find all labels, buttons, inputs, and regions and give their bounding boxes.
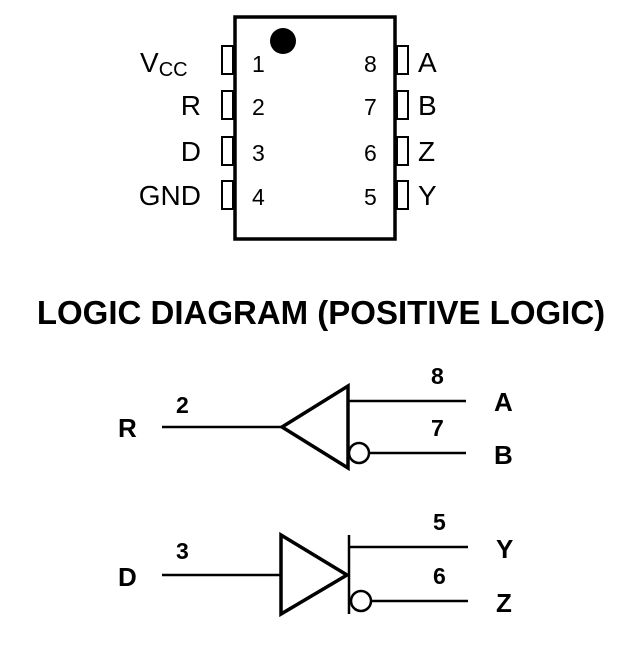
pin-stub-4 (221, 180, 234, 210)
signal-y-label: Y (496, 534, 513, 564)
receiver-pin-7: 7 (431, 415, 444, 441)
pin-stub-6 (396, 136, 409, 166)
pin-number-7: 7 (364, 94, 377, 120)
receiver-labels: R 2 8 A 7 B (118, 363, 513, 470)
pin-number-6: 6 (364, 140, 377, 166)
receiver-inversion-bubble (347, 441, 371, 465)
pin1-indicator-dot (270, 28, 296, 54)
driver-triangle (279, 531, 351, 618)
signal-b-label: B (494, 440, 513, 470)
signal-r-label: R (118, 413, 137, 443)
pin-name-vcc: VCC (140, 47, 188, 81)
pin-number-8: 8 (364, 51, 377, 77)
signal-d-label: D (118, 562, 137, 592)
signal-z-label: Z (496, 588, 512, 618)
pin-number-3: 3 (252, 140, 265, 166)
pin-name-d: D (181, 136, 201, 167)
pin-name-a: A (418, 47, 437, 78)
driver-labels: D 3 5 Y 6 Z (118, 509, 513, 618)
pin-name-gnd: GND (139, 180, 201, 211)
driver-pin-6: 6 (433, 563, 446, 589)
pin-number-2: 2 (252, 94, 265, 120)
pin-stub-2 (221, 90, 234, 120)
driver-pin-3: 3 (176, 538, 189, 564)
driver-pin-5: 5 (433, 509, 446, 535)
pin-stub-3 (221, 136, 234, 166)
pin-stub-8 (396, 45, 409, 75)
receiver-triangle (278, 382, 350, 472)
receiver-pin-8: 8 (431, 363, 444, 389)
package-pinout: VCC R D GND 1 2 3 4 8 7 6 5 A B Z Y (139, 15, 437, 241)
pin-name-b: B (418, 90, 437, 121)
receiver-pin-2: 2 (176, 392, 189, 418)
pin-name-r: R (181, 90, 201, 121)
pin-stub-5 (396, 180, 409, 210)
pin-name-y: Y (418, 180, 437, 211)
logic-diagram-heading: LOGIC DIAGRAM (POSITIVE LOGIC) (36, 294, 606, 331)
driver-inversion-bubble (349, 589, 373, 613)
pin-number-5: 5 (364, 184, 377, 210)
pin-number-4: 4 (252, 184, 265, 210)
signal-a-label: A (494, 387, 513, 417)
package-body (233, 15, 397, 241)
driver-block (162, 531, 468, 618)
pin-number-1: 1 (252, 51, 265, 77)
pin-name-z: Z (418, 136, 435, 167)
receiver-block (162, 382, 466, 472)
pin-stub-7 (396, 90, 409, 120)
pin-stub-1 (221, 45, 234, 75)
